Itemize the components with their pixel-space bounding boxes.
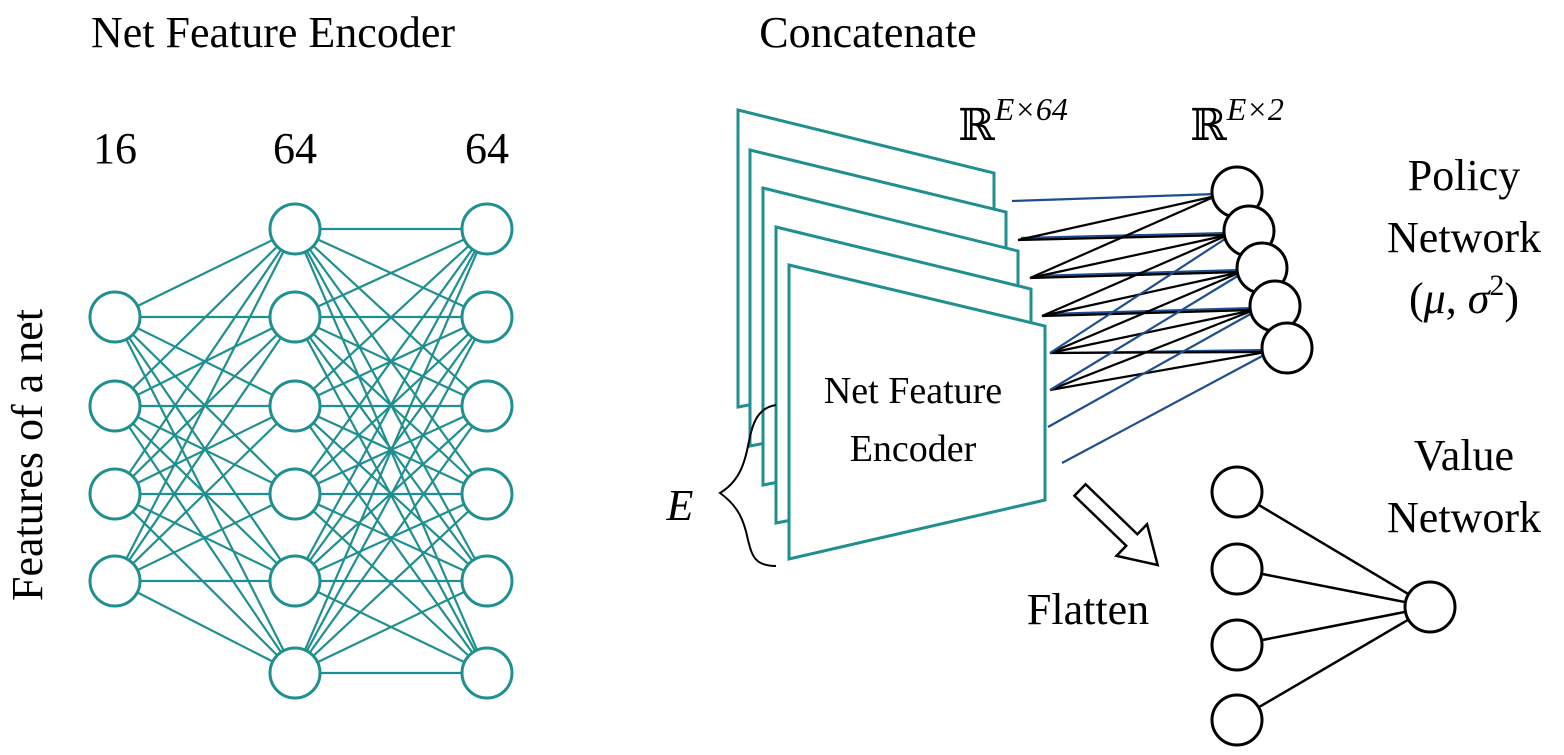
- encoder-label-line2: Encoder: [850, 428, 977, 470]
- real-symbol: ℝ: [1190, 101, 1227, 150]
- mlp-neuron: [460, 467, 514, 521]
- stack-brace: [718, 404, 777, 567]
- mlp-edge: [114, 405, 296, 582]
- mu-symbol: μ: [1423, 274, 1446, 323]
- value-connections: [1236, 490, 1431, 722]
- policy-edge: [1049, 270, 1242, 355]
- layer-size-hidden-1: 64: [273, 124, 317, 173]
- policy-edge: [1033, 268, 1242, 278]
- layer-size-input: 16: [93, 124, 137, 173]
- policy-edge: [1041, 233, 1229, 318]
- encoder-stack: [736, 108, 1047, 561]
- mlp-edge: [294, 228, 488, 407]
- mlp-neuron: [88, 554, 142, 608]
- mlp-edge: [294, 228, 488, 495]
- policy-label-line3: (μ, σ2): [1409, 269, 1519, 323]
- dim-superscript: E×64: [994, 91, 1068, 127]
- policy-label-line1: Policy: [1408, 151, 1520, 200]
- mlp-neuron: [460, 202, 514, 256]
- mlp-neuron: [268, 467, 322, 521]
- brace-label-e: E: [666, 481, 694, 530]
- mlp-edge: [114, 493, 296, 674]
- policy-edge: [1049, 350, 1267, 355]
- mlp-neuron: [268, 290, 322, 344]
- policy-neurons: [1210, 165, 1314, 375]
- value-neurons: [1210, 465, 1457, 747]
- mlp-edge: [294, 228, 488, 582]
- value-output-neuron: [1403, 580, 1457, 634]
- mlp-edge: [294, 228, 488, 318]
- flatten-arrow: [1072, 482, 1160, 567]
- mlp-edge: [293, 228, 489, 674]
- mlp-neuron: [268, 554, 322, 608]
- policy-edge: [1049, 273, 1242, 391]
- value-edge: [1236, 605, 1431, 647]
- policy-edge: [1049, 236, 1229, 354]
- mlp-neuron: [460, 290, 514, 344]
- policy-edge: [1049, 350, 1267, 392]
- policy-output-dim: ℝE×2: [1190, 91, 1284, 150]
- encoder-title: Net Feature Encoder: [91, 8, 455, 57]
- mlp-neuron: [460, 554, 514, 608]
- mlp-neuron: [88, 379, 142, 433]
- policy-edge: [1029, 194, 1217, 280]
- policy-neuron: [1260, 321, 1314, 375]
- mlp-neuron: [88, 290, 142, 344]
- value-edge: [1236, 605, 1431, 722]
- mlp-edge: [114, 580, 296, 674]
- value-input-neuron: [1210, 542, 1264, 596]
- policy-edge: [1061, 353, 1267, 464]
- flatten-label: Flatten: [1027, 585, 1149, 634]
- policy-edge: [1049, 308, 1255, 355]
- mlp-neuron: [268, 379, 322, 433]
- mlp-edge: [114, 228, 296, 582]
- mlp-edge: [114, 228, 296, 407]
- mlp-edge: [294, 405, 488, 674]
- policy-edge: [1049, 308, 1255, 392]
- encoder-block: [787, 263, 1047, 561]
- mlp-neuron: [460, 646, 514, 700]
- mlp-edge: [294, 493, 488, 674]
- policy-edge: [1017, 194, 1217, 242]
- value-edge: [1236, 490, 1431, 609]
- layer-size-hidden-2: 64: [465, 124, 509, 173]
- policy-edge: [1029, 233, 1229, 280]
- mlp-edge: [114, 228, 296, 495]
- value-edge: [1236, 567, 1431, 609]
- mlp-edge: [294, 316, 488, 674]
- policy-edge: [1041, 308, 1255, 318]
- concatenate-title: Concatenate: [759, 8, 976, 57]
- value-input-neuron: [1210, 693, 1264, 747]
- policy-edge: [1047, 311, 1255, 428]
- mlp-edge: [294, 580, 488, 674]
- mlp-neurons: [88, 202, 514, 700]
- mlp-edge: [114, 228, 296, 318]
- mlp-neuron: [460, 379, 514, 433]
- value-input-neuron: [1210, 618, 1264, 672]
- encoder-output-dim: ℝE×64: [958, 91, 1068, 150]
- real-symbol: ℝ: [958, 101, 995, 150]
- mlp-edge: [114, 316, 296, 582]
- policy-label-line2: Network: [1387, 213, 1541, 262]
- value-input-neuron: [1210, 465, 1264, 519]
- sigma-symbol: σ: [1468, 274, 1492, 323]
- mlp-neuron: [88, 467, 142, 521]
- policy-connections: [1011, 192, 1267, 464]
- value-label-line1: Value: [1414, 431, 1514, 480]
- policy-edge: [1011, 192, 1217, 203]
- encoder-label-line1: Net Feature: [824, 370, 1002, 412]
- mlp-edge: [114, 493, 296, 582]
- mlp-connections: [114, 227, 489, 675]
- dim-superscript: E×2: [1226, 91, 1284, 127]
- features-side-label: Features of a net: [3, 309, 52, 601]
- mlp-edge: [294, 492, 488, 583]
- value-label-line2: Network: [1387, 493, 1541, 542]
- mlp-neuron: [268, 646, 322, 700]
- mlp-neuron: [268, 202, 322, 256]
